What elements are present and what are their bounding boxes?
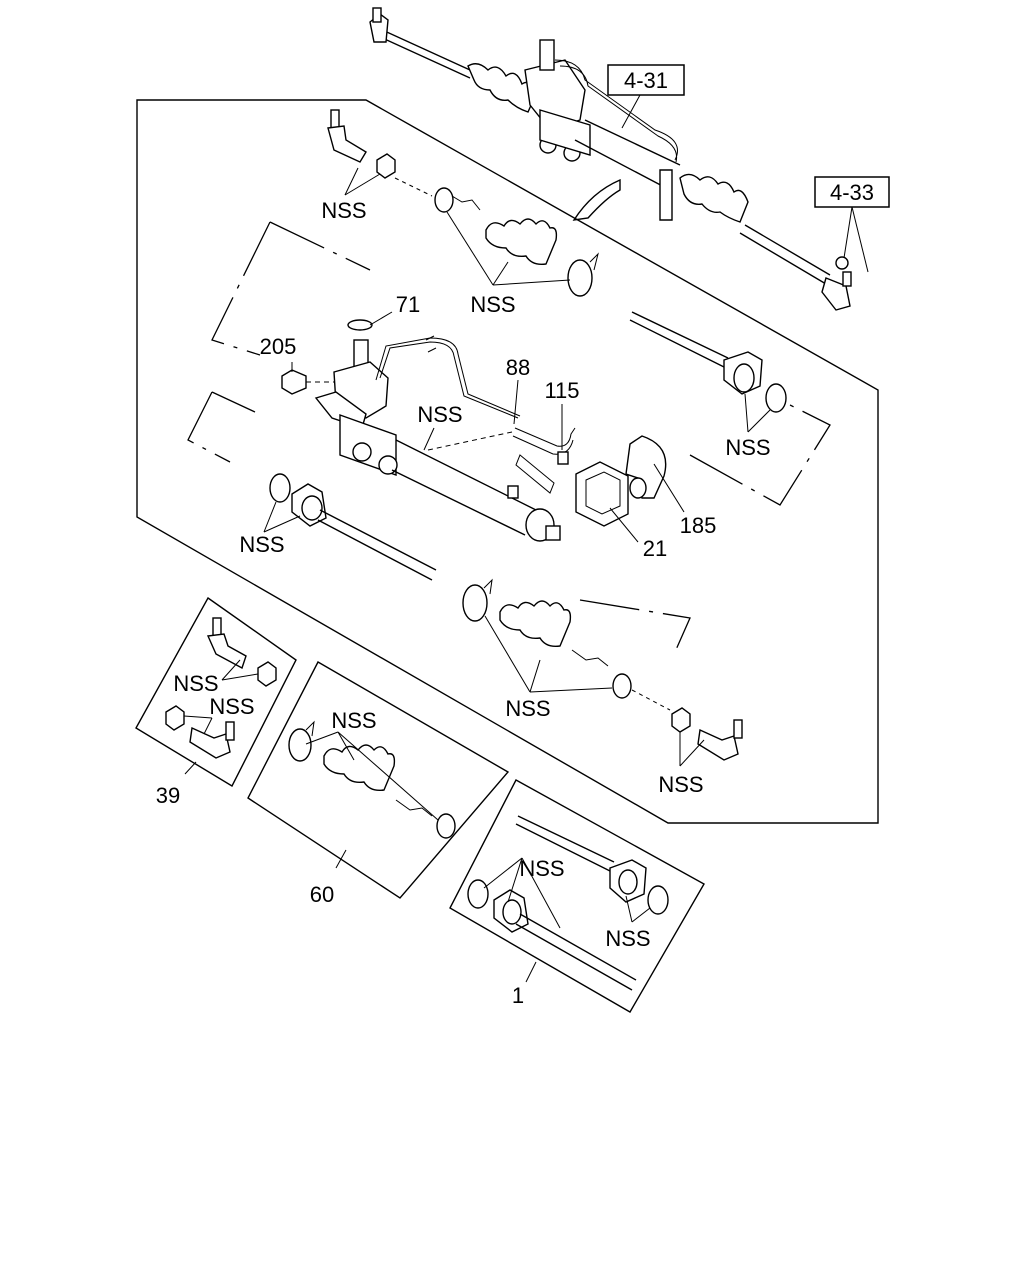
callout-1: 1 <box>512 983 524 1008</box>
callout-nss-4: NSS <box>417 402 462 427</box>
callout-39: 39 <box>156 783 180 808</box>
lower-inner-tie-rod: NSS <box>239 473 437 581</box>
ref-433-label: 4-33 <box>830 180 874 205</box>
callout-nss-7: NSS <box>658 772 703 797</box>
mount-insulator-and-clamp: 21 185 <box>575 435 717 561</box>
callout-nss-12: NSS <box>519 856 564 881</box>
lower-boot-set: NSS <box>462 578 671 721</box>
callout-nss-5: NSS <box>239 532 284 557</box>
callout-185: 185 <box>680 513 717 538</box>
reference-box-4-33: 4-33 <box>814 176 890 273</box>
upper-boot-set: NSS <box>434 187 599 317</box>
callout-nss-2: NSS <box>470 292 515 317</box>
callout-nss-1: NSS <box>321 198 366 223</box>
callout-nss-6: NSS <box>505 696 550 721</box>
ref-431-label: 4-31 <box>624 68 668 93</box>
callout-60: 60 <box>310 882 334 907</box>
callout-205: 205 <box>260 334 297 359</box>
callout-88: 88 <box>506 355 530 380</box>
lower-tie-rod-end: NSS <box>658 707 743 797</box>
exploded-view-frame <box>136 99 879 824</box>
reference-box-4-31: 4-31 <box>607 64 685 129</box>
callout-nss-3: NSS <box>725 435 770 460</box>
callout-nss-11: NSS <box>605 926 650 951</box>
kit-39: NSS NSS 39 <box>135 596 297 808</box>
upper-tie-rod-end: NSS <box>321 109 433 223</box>
callout-115: 115 <box>544 378 579 403</box>
upper-inner-tie-rod: NSS <box>629 311 787 460</box>
callout-21: 21 <box>643 536 667 561</box>
callout-nss-10: NSS <box>331 708 376 733</box>
kit-60: NSS 60 <box>247 661 510 907</box>
callout-nss-8: NSS <box>173 671 218 696</box>
kit-1: NSS NSS 1 <box>449 779 705 1013</box>
guide-lines <box>187 221 831 653</box>
gear-housing: 71 205 NSS 88 115 <box>260 292 580 542</box>
steering-gear-assembly <box>369 7 852 311</box>
callout-71: 71 <box>396 292 420 317</box>
callout-nss-9: NSS <box>209 694 254 719</box>
